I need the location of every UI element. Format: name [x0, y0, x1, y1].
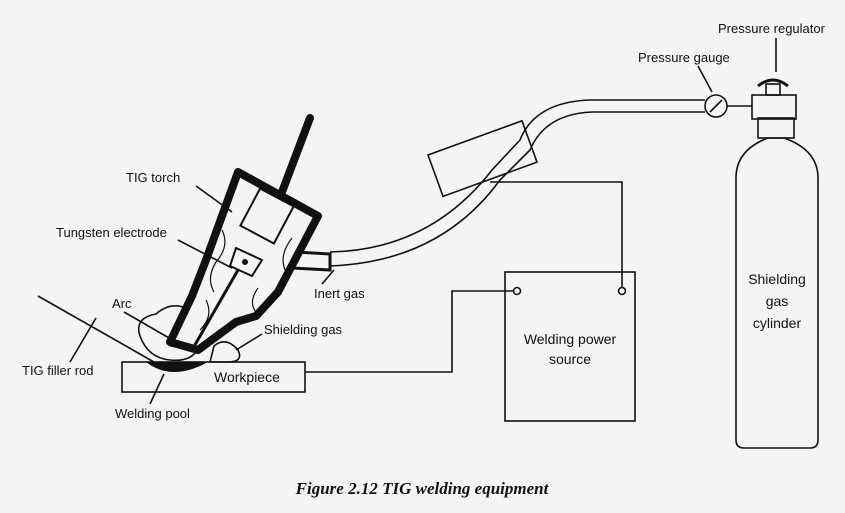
gas-inlet: [291, 250, 332, 272]
inert-gas-pointer: [321, 269, 335, 285]
workpiece-label: Workpiece: [214, 369, 280, 385]
welding-pool: [146, 362, 208, 372]
filler-rod-pointer: [69, 317, 97, 363]
filler-rod-label: TIG filler rod: [22, 363, 94, 378]
arc-label: Arc: [112, 296, 132, 311]
gas-hose: [329, 99, 705, 267]
arc-pointer: [123, 311, 177, 343]
pressure-regulator-label: Pressure regulator: [718, 21, 826, 36]
control-cable: [490, 181, 623, 287]
cylinder-label-line2: gas: [766, 293, 789, 309]
power-terminal-right: [617, 286, 627, 296]
tungsten-electrode-label: Tungsten electrode: [56, 225, 167, 240]
work-cable: [305, 290, 513, 373]
pressure-gauge-pointer: [697, 65, 713, 93]
shielding-gas-label: Shielding gas: [264, 322, 343, 337]
hose-connector: [426, 119, 539, 198]
pressure-gauge-label: Pressure gauge: [638, 50, 730, 65]
pressure-gauge: [704, 94, 752, 118]
pressure-regulator: [751, 78, 797, 120]
tig-torch-label: TIG torch: [126, 170, 180, 185]
welding-pool-label: Welding pool: [115, 406, 190, 421]
power-source-label-line1: Welding power: [524, 331, 617, 347]
shielding-gas-cylinder: [735, 117, 819, 449]
figure-caption: Figure 2.12 TIG welding equipment: [295, 479, 550, 498]
tig-torch-pointer: [195, 185, 233, 213]
power-source-label-line2: source: [549, 351, 591, 367]
welding-pool-pointer: [149, 373, 165, 405]
tungsten-electrode-pointer: [177, 239, 233, 269]
welding-power-source: [504, 271, 636, 422]
inert-gas-label: Inert gas: [314, 286, 365, 301]
power-terminal-left: [512, 286, 522, 296]
cylinder-label-line1: Shielding: [748, 271, 806, 287]
tig-torch: [166, 114, 322, 354]
cylinder-label-line3: cylinder: [753, 315, 802, 331]
shielding-gas-pointer: [235, 333, 263, 351]
tig-filler-rod: [37, 295, 169, 371]
